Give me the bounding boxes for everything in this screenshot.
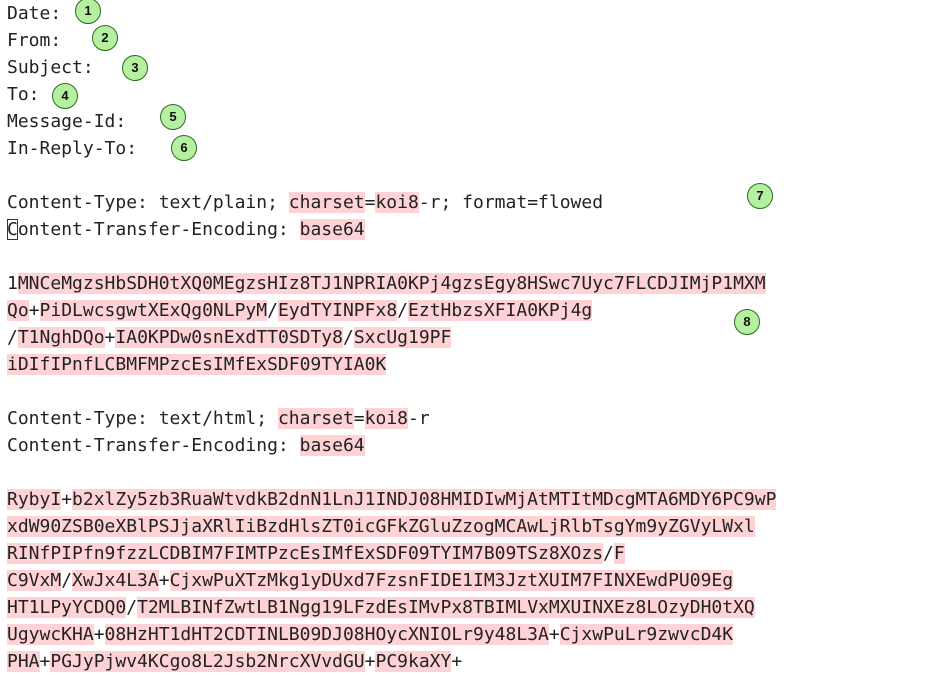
base64-segment: + [61, 489, 73, 510]
blank-line [7, 459, 930, 486]
base64-line: RybyI+b2xlZy5zb3RuaWtvdkB2dnN1LnJ1INDJ08… [7, 486, 930, 513]
header-date-label: Date: [7, 3, 62, 24]
base64-segment: T1NghDQo [17, 327, 105, 348]
base64-segment: EztHbzsXFIA0KPj4g [408, 300, 593, 321]
base64-segment: / [603, 543, 614, 564]
base64-segment: PGJyPjwv4KCgo8L2Jsb2NrcXVvdGU [50, 651, 365, 672]
base64-segment: SxcUg19PF [353, 327, 452, 348]
header-message-id: Message-Id: [7, 108, 930, 135]
part2-content-type-line: Content-Type: text/html; charset=koi8-r [7, 405, 930, 432]
base64-segment: + [548, 624, 560, 645]
base64-segment: b2xlZy5zb3RuaWtvdkB2dnN1LnJ1INDJ08HMIDIw… [72, 489, 777, 510]
part1-content-type-line: Content-Type: text/plain; charset=koi8-r… [7, 189, 930, 216]
base64-line: iDIfIPnfLCBMFMPzcEsIMfExSDF09TYIA0K [7, 351, 930, 378]
base64-line: C9VxM/XwJx4L3A+CjxwPuXTzMkg1yDUxd7FzsnFI… [7, 567, 930, 594]
base64-line: UgywcKHA+08HzHT1dHT2CDTINLB09DJ08HOycXNI… [7, 621, 930, 648]
blank-line [7, 162, 930, 189]
callout-marker: 5 [160, 104, 186, 130]
base64-segment: / [267, 300, 278, 321]
header-from-label: From: [7, 30, 73, 51]
base64-segment: + [104, 327, 116, 348]
base64-segment: EydTYINPFx8 [277, 300, 398, 321]
charset-suffix: -r [408, 408, 430, 429]
text-cursor: C [7, 219, 18, 240]
base64-segment: F [613, 543, 625, 564]
base64-segment: MNCeMgzsHbSDH0tXQ0MEgzsHIz8TJ1NPRIA0KPj4… [17, 273, 766, 294]
base64-segment: PC9kaXY [375, 651, 452, 672]
base64-segment: HT1LPyYCDQ0 [7, 597, 127, 618]
base64-segment: 08HzHT1dHT2CDTINLB09DJ08HOycXNIOLr9y48L3… [104, 624, 549, 645]
base64-segment: CjxwPuLr9zwvcD4K [559, 624, 734, 645]
blank-line [7, 378, 930, 405]
callout-marker: 3 [122, 55, 148, 81]
cte-label: Content-Transfer-Encoding: [7, 435, 300, 456]
part2-base64-body: RybyI+b2xlZy5zb3RuaWtvdkB2dnN1LnJ1INDJ08… [7, 486, 930, 675]
base64-segment: IA0KPDw0snExdTT0SDTy8 [115, 327, 343, 348]
base64-segment: / [342, 327, 354, 348]
base64-segment: PHA [7, 651, 40, 672]
base64-segment: C9VxM [7, 570, 62, 591]
base64-segment: / [126, 597, 138, 618]
base64-segment: + [364, 651, 376, 672]
callout-marker: 6 [171, 135, 197, 161]
base64-line: Qo+PiDLwcsgwtXExQg0NLPyM/EydTYINPFx8/Ezt… [7, 297, 930, 324]
equals-sign: = [364, 192, 376, 213]
header-message-id-label: Message-Id: [7, 111, 138, 132]
base64-segment: XwJx4L3A [72, 570, 159, 591]
base64-segment: CjxwPuXTzMkg1yDUxd7FzsnFIDE1IM3JztXUIM7F… [169, 570, 734, 591]
blank-line [7, 243, 930, 270]
base64-segment: 1 [7, 273, 18, 294]
base64-segment: Qo [7, 300, 29, 321]
header-subject: Subject: [7, 54, 930, 81]
charset-value: koi8 [364, 408, 408, 429]
base64-line: PHA+PGJyPjwv4KCgo8L2Jsb2NrcXVvdGU+PC9kaX… [7, 648, 930, 675]
encoding-value: base64 [299, 435, 365, 456]
cte-label: ontent-Transfer-Encoding: [17, 219, 300, 240]
header-subject-label: Subject: [7, 57, 105, 78]
base64-segment: + [451, 651, 463, 672]
callout-marker: 8 [734, 309, 760, 335]
base64-segment: UgywcKHA [7, 624, 94, 645]
callout-marker: 1 [75, 0, 101, 24]
charset-label: charset [288, 192, 365, 213]
callout-marker: 2 [92, 25, 118, 51]
base64-line: /T1NghDQo+IA0KPDw0snExdTT0SDTy8/SxcUg19P… [7, 324, 930, 351]
base64-segment: / [61, 570, 73, 591]
base64-segment: / [397, 300, 409, 321]
header-in-reply-to-label: In-Reply-To: [7, 138, 148, 159]
equals-sign: = [353, 408, 365, 429]
base64-line: 1MNCeMgzsHbSDH0tXQ0MEgzsHIz8TJ1NPRIA0KPj… [7, 270, 930, 297]
base64-line: xdW90ZSB0eXBlPSJjaXRlIiBzdHlsZT0icGFkZGl… [7, 513, 930, 540]
header-to: To: [7, 81, 930, 108]
charset-value: koi8 [375, 192, 419, 213]
part1-base64-body: 1MNCeMgzsHbSDH0tXQ0MEgzsHIz8TJ1NPRIA0KPj… [7, 270, 930, 378]
part2-cte-line: Content-Transfer-Encoding: base64 [7, 432, 930, 459]
base64-segment: T2MLBINfZwtLB1Ngg19LFzdEsIMvPx8TBIMLVxMX… [137, 597, 755, 618]
charset-label: charset [277, 408, 354, 429]
base64-line: HT1LPyYCDQ0/T2MLBINfZwtLB1Ngg19LFzdEsIMv… [7, 594, 930, 621]
content-type-prefix: Content-Type: text/plain; [7, 192, 289, 213]
base64-segment: iDIfIPnfLCBMFMPzcEsIMfExSDF09TYIA0K [7, 354, 387, 375]
message-source-viewer[interactable]: Date: From: Subject: To: Message-Id: In-… [7, 0, 930, 675]
callout-marker: 4 [52, 83, 78, 109]
header-in-reply-to: In-Reply-To: [7, 135, 930, 162]
base64-segment: + [28, 300, 40, 321]
callout-marker: 7 [747, 183, 773, 209]
part1-cte-line: Content-Transfer-Encoding: base64 [7, 216, 930, 243]
header-from: From: [7, 27, 930, 54]
base64-segment: PiDLwcsgwtXExQg0NLPyM [39, 300, 268, 321]
content-type-prefix: Content-Type: text/html; [7, 408, 278, 429]
header-to-label: To: [7, 84, 40, 105]
base64-segment: xdW90ZSB0eXBlPSJjaXRlIiBzdHlsZT0icGFkZGl… [7, 516, 755, 537]
base64-segment: + [93, 624, 105, 645]
base64-segment: / [7, 327, 18, 348]
encoding-value: base64 [299, 219, 365, 240]
base64-line: RINfPIPfn9fzzLCDBIM7FIMTPzcEsIMfExSDF09T… [7, 540, 930, 567]
base64-segment: + [39, 651, 51, 672]
base64-segment: RINfPIPfn9fzzLCDBIM7FIMTPzcEsIMfExSDF09T… [7, 543, 604, 564]
charset-suffix: -r; format=flowed [418, 192, 604, 213]
header-date: Date: [7, 0, 930, 27]
base64-segment: RybyI [7, 489, 62, 510]
base64-segment: + [158, 570, 170, 591]
